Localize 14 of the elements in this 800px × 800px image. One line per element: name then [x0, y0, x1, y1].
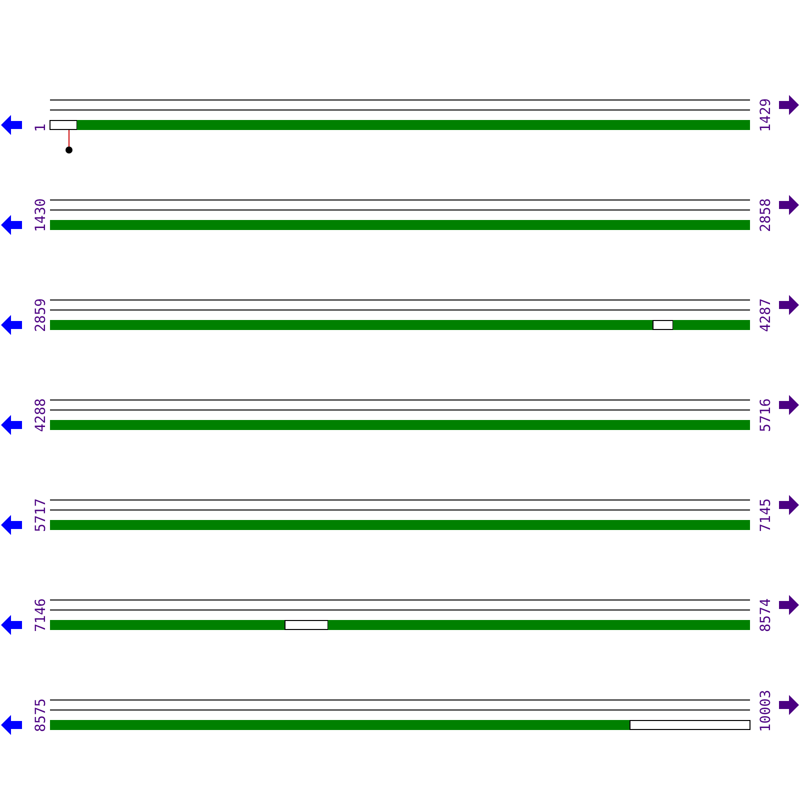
position-number: 5717 — [34, 498, 48, 532]
position-number: 4288 — [34, 398, 48, 432]
position-number: 7145 — [759, 498, 773, 532]
position-number: 2858 — [759, 198, 773, 232]
position-number: 7146 — [34, 598, 48, 632]
position-number: 1 — [34, 124, 48, 132]
position-number: 5716 — [759, 398, 773, 432]
position-number: 8574 — [759, 598, 773, 632]
position-number: 2859 — [34, 298, 48, 332]
position-number: 10003 — [759, 690, 773, 732]
position-number: 1430 — [34, 198, 48, 232]
position-number: 8575 — [34, 698, 48, 732]
position-number: 1429 — [759, 98, 773, 132]
position-number: 4287 — [759, 298, 773, 332]
